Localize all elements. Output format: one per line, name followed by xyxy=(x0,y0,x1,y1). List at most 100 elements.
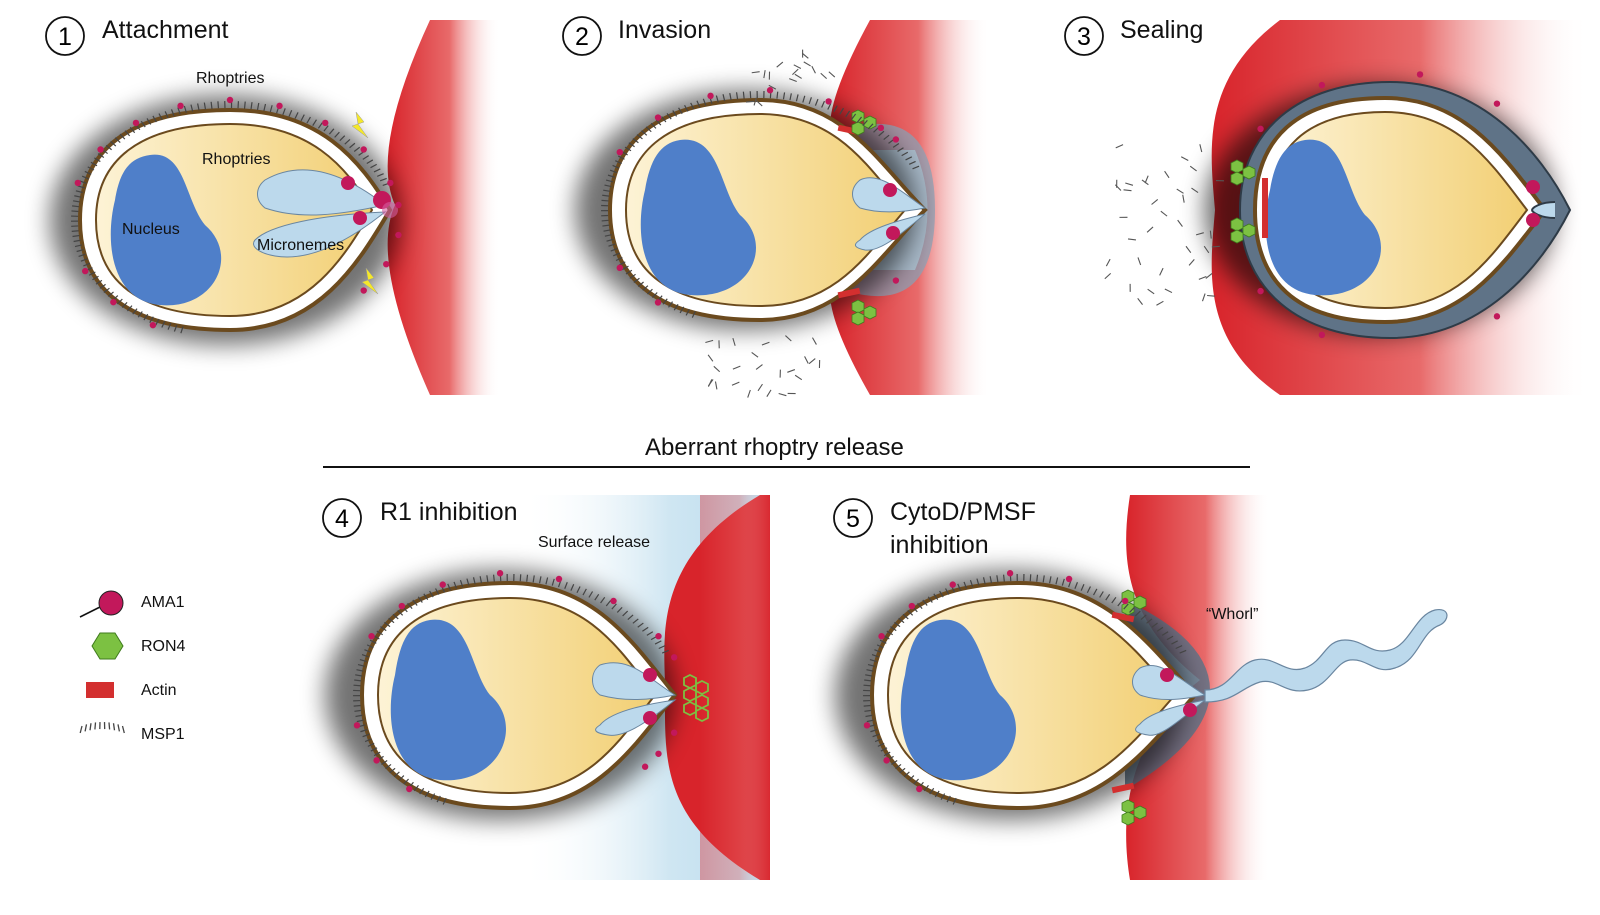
shed-msp1 xyxy=(1104,144,1224,306)
section-title: Aberrant rhoptry release xyxy=(645,434,904,461)
msp1-tick xyxy=(180,326,184,334)
shed-msp1-fragment xyxy=(1189,165,1197,172)
msp1-tick xyxy=(982,577,986,585)
panel-r1-inhibition: 4 xyxy=(322,495,772,880)
nucleus-shape xyxy=(640,139,756,296)
shed-msp1-fragment xyxy=(745,100,755,103)
msp1-tick xyxy=(492,574,495,582)
msp1-tick xyxy=(632,138,639,144)
label-rhoptries-top: Rhoptries xyxy=(196,70,265,87)
shed-msp1-fragment xyxy=(1188,259,1195,266)
shed-msp1-fragment xyxy=(789,78,797,83)
msp1-tick xyxy=(423,593,429,601)
shed-msp1-fragment xyxy=(1177,219,1183,227)
msp1-tick xyxy=(381,759,388,765)
msp1-tick xyxy=(392,613,399,620)
msp1-tick xyxy=(210,101,213,109)
legend-label-msp1: MSP1 xyxy=(141,726,185,743)
msp1-tick xyxy=(880,747,888,752)
msp1-tick xyxy=(1086,586,1091,594)
msp1-tick xyxy=(782,92,786,100)
msp1-tick xyxy=(149,316,154,324)
shed-msp1-fragment xyxy=(763,70,766,79)
msp1-tick xyxy=(1179,649,1187,654)
msp1-tick xyxy=(161,320,166,328)
msp1-tick xyxy=(722,94,726,102)
msp1-tick xyxy=(605,179,614,183)
msp1-tick xyxy=(666,113,672,120)
msp1-tick xyxy=(661,116,667,123)
msp1-tick xyxy=(81,175,89,180)
msp1-tick xyxy=(901,151,909,157)
ama1-dot xyxy=(74,179,82,187)
shed-msp1-fragment xyxy=(768,84,777,90)
shed-msp1-fragment xyxy=(803,61,811,67)
msp1-tick xyxy=(76,249,84,253)
msp1-tick xyxy=(397,610,404,616)
msp1-tick xyxy=(90,161,98,167)
msp1-tick xyxy=(668,301,674,308)
msp1-tick xyxy=(357,664,365,667)
msp1-icon xyxy=(79,722,125,734)
msp1-tick xyxy=(269,105,273,113)
shed-msp1-fragment xyxy=(714,381,718,390)
msp1-tick xyxy=(913,778,919,785)
shed-msp1-fragment xyxy=(792,68,799,76)
msp1-tick xyxy=(976,578,980,586)
msp1-tick xyxy=(917,602,923,609)
ama1-dot xyxy=(132,119,140,127)
msp1-tick xyxy=(864,679,872,682)
msp1-tick xyxy=(923,784,929,792)
msp1-tick xyxy=(526,574,529,582)
msp1-tick xyxy=(79,725,83,734)
msp1-tick xyxy=(582,588,587,596)
msp1-tick xyxy=(702,98,707,106)
msp1-tick xyxy=(339,135,346,142)
ama1-dot xyxy=(1257,125,1264,133)
msp1-tick xyxy=(892,142,900,148)
msp1-tick xyxy=(453,581,458,589)
msp1-tick xyxy=(78,253,86,257)
msp1-tick xyxy=(933,593,939,601)
msp1-tick xyxy=(71,210,79,213)
msp1-tick xyxy=(908,775,915,781)
ron4-icon xyxy=(91,632,124,660)
msp1-tick xyxy=(384,621,391,628)
msp1-tick xyxy=(370,163,377,169)
msp1-tick xyxy=(551,578,555,586)
shed-msp1-fragment xyxy=(1151,198,1159,205)
ama1-dot xyxy=(226,96,234,104)
msp1-tick xyxy=(867,123,874,130)
msp1-tick xyxy=(190,104,194,112)
msp1-tick xyxy=(633,277,640,283)
msp1-tick xyxy=(317,122,323,129)
ama1-dot xyxy=(97,146,104,153)
msp1-tick xyxy=(388,617,395,624)
msp1-tick xyxy=(821,100,826,108)
ama1-icon xyxy=(79,590,124,618)
shed-msp1-fragment xyxy=(1156,300,1164,306)
label-nucleus: Nucleus xyxy=(122,221,180,238)
ama1-dot xyxy=(368,633,375,640)
shed-msp1-fragment xyxy=(1182,194,1185,203)
msp1-tick xyxy=(75,190,83,194)
msp1-tick xyxy=(197,103,200,111)
msp1-tick xyxy=(908,160,916,165)
ama1-dots xyxy=(863,570,1129,793)
msp1-tick xyxy=(356,719,364,723)
msp1-tick xyxy=(877,742,885,747)
msp1-tick xyxy=(419,787,425,795)
shed-msp1-fragment xyxy=(1159,267,1164,276)
msp1-tick xyxy=(369,639,377,644)
shed-msp1-fragment xyxy=(787,369,796,373)
msp1-tick xyxy=(650,122,657,129)
legend-label-ama1: AMA1 xyxy=(141,594,185,611)
msp1-tick xyxy=(112,723,116,731)
msp1-tick xyxy=(894,621,901,628)
msp1-tick xyxy=(883,134,890,141)
msp1-tick xyxy=(344,138,351,145)
msp1-tick xyxy=(690,102,695,110)
msp1-tick xyxy=(862,119,868,127)
ama1-dot xyxy=(908,602,916,610)
step-number: 5 xyxy=(846,505,860,533)
